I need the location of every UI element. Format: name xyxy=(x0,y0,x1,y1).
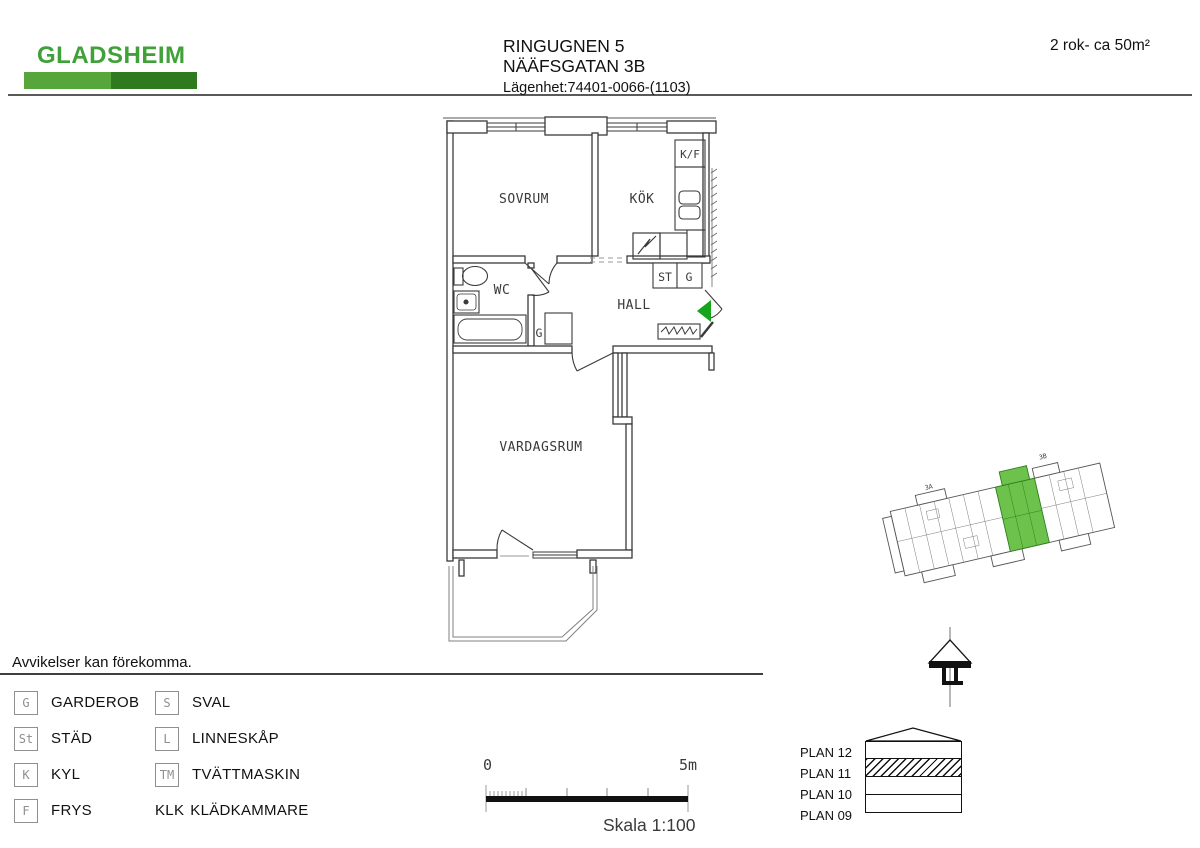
floor-label-11: PLAN 11 xyxy=(800,766,852,781)
floor-11-highlighted xyxy=(865,758,962,778)
stove-icon xyxy=(632,232,661,260)
floor-10 xyxy=(865,776,962,796)
roof-icon xyxy=(865,727,962,742)
legend-box-tm: TM xyxy=(155,762,179,787)
scale-end: 5m xyxy=(679,756,697,774)
scale-minor-ticks xyxy=(489,791,523,796)
scale-major-ticks xyxy=(525,788,649,796)
wc-door xyxy=(530,267,550,293)
building-section-icon xyxy=(865,726,962,813)
legend-box-g: G xyxy=(14,690,38,715)
entrance-label-3a: 3A xyxy=(924,482,934,492)
toilet-icon xyxy=(453,267,464,286)
scale-start: 0 xyxy=(483,756,492,774)
legend-row-frys: F FRYS xyxy=(14,798,92,823)
logo-bar-light xyxy=(24,72,111,89)
legend-label-stad: STÄD xyxy=(51,730,93,747)
label-wardrobe-wc: G xyxy=(536,326,543,340)
wardrobe-by-bath xyxy=(544,312,573,345)
coat-rail-hooks xyxy=(660,325,698,336)
legend-box-f: F xyxy=(14,798,38,823)
kitchen-sink-icon xyxy=(678,190,701,205)
disclaimer-text: Avvikelser kan förekomma. xyxy=(12,654,192,671)
legend-row-linneskap: L LINNESKÅP xyxy=(155,726,279,751)
doors xyxy=(496,262,723,557)
exterior-rail xyxy=(710,168,718,287)
scale-caption: Skala 1:100 xyxy=(603,815,696,835)
room-label-wc: WC xyxy=(494,283,511,298)
balcony-door xyxy=(501,529,534,551)
balcony-outline xyxy=(448,566,598,642)
room-label-kitchen: KÖK xyxy=(630,190,655,207)
cleaning-closet xyxy=(652,262,678,289)
logo-bar-dark xyxy=(111,72,197,89)
gladsheim-logo: GLADSHEIM xyxy=(37,42,186,69)
bathtub-icon xyxy=(453,314,527,344)
legend-box-st: St xyxy=(14,726,38,751)
property-title: RINGUGNEN 5 xyxy=(503,36,625,56)
floor-09 xyxy=(865,793,962,813)
floor-plan: SOVRUM KÖK WC HALL VARDAGSRUM K/F ST G G xyxy=(443,116,723,642)
legend-label-linneskap: LINNESKÅP xyxy=(192,730,279,747)
floor-label-10: PLAN 10 xyxy=(800,787,853,802)
label-fridge-freezer: K/F xyxy=(680,148,700,161)
kitchen-counter xyxy=(659,139,706,260)
address-line: NÄÄFSGATAN 3B xyxy=(503,56,646,76)
washbasin-icon xyxy=(453,290,480,314)
north-arrow-icon xyxy=(927,627,973,707)
room-label-hall: HALL xyxy=(617,298,650,313)
kitchen-opening-dashed xyxy=(590,257,627,263)
legend-label-kyl: KYL xyxy=(51,766,81,783)
logo-bar xyxy=(24,72,197,89)
label-wardrobe-hall: G xyxy=(686,270,693,284)
legend-box-s: S xyxy=(155,690,179,715)
legend-label-garderob: GARDEROB xyxy=(51,694,140,711)
legend-row-garderob: G GARDEROB xyxy=(14,690,139,715)
apartment-number: Lägenhet:74401-0066-(1103) xyxy=(503,80,691,96)
hall-wardrobe xyxy=(676,262,703,289)
windows xyxy=(486,122,668,559)
legend-box-k: K xyxy=(14,762,38,787)
legend-abbr-klk: KLK xyxy=(155,802,185,819)
scale-bar: 0 5m Skala 1:100 xyxy=(483,756,697,835)
legend-label-frys: FRYS xyxy=(51,802,92,819)
legend-label-tvattmaskin: TVÄTTMASKIN xyxy=(192,766,301,783)
legend-row-kyl: K KYL xyxy=(14,762,80,787)
building-overview: 3A 3B xyxy=(882,452,1116,584)
legend-box-l: L xyxy=(155,726,179,751)
floor-12 xyxy=(865,740,962,760)
legend-label-kladkammare: KLÄDKAMMARE xyxy=(190,802,309,819)
entry-arrow-icon xyxy=(697,300,711,322)
legend-row-sval: S SVAL xyxy=(155,690,230,715)
disclaimer-rule xyxy=(0,673,763,675)
legend-row-tvattmaskin: TM TVÄTTMASKIN xyxy=(155,762,300,787)
legend-row-stad: St STÄD xyxy=(14,726,92,751)
entry-door xyxy=(704,289,723,310)
title-block: RINGUGNEN 5 NÄÄFSGATAN 3B Lägenhet:74401… xyxy=(503,36,691,98)
room-label-living: VARDAGSRUM xyxy=(499,440,582,455)
entrance-label-3b: 3B xyxy=(1038,452,1048,462)
floor-label-12: PLAN 12 xyxy=(800,745,853,760)
legend-row-kladkammare: KLK KLÄDKAMMARE xyxy=(155,798,309,823)
legend-label-sval: SVAL xyxy=(192,694,231,711)
header-rule xyxy=(8,94,1192,96)
floor-label-09: PLAN 09 xyxy=(800,808,853,823)
room-label-bedroom: SOVRUM xyxy=(499,192,549,207)
highlighted-apartment xyxy=(994,465,1050,553)
bedroom-door xyxy=(524,262,550,285)
livingroom-door xyxy=(576,352,614,372)
apartment-size: 2 rok- ca 50m² xyxy=(1050,37,1150,54)
label-cleaning: ST xyxy=(658,270,672,284)
wc-fixtures xyxy=(453,265,527,344)
